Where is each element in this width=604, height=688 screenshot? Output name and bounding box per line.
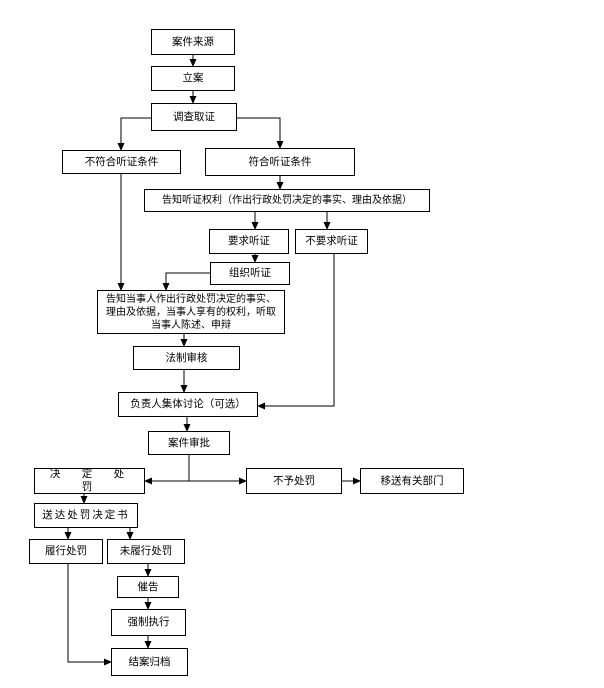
arrow-organize-to-notify-party xyxy=(162,272,210,291)
node-urge: 催告 xyxy=(117,576,179,598)
node-notify-party: 告知当事人作出行政处罚决定的事实、理由及依据，当事人享有的权利，听取当事人陈述、… xyxy=(97,290,285,334)
node-case-source: 案件来源 xyxy=(151,29,235,55)
node-no-penalty: 不予处罚 xyxy=(246,468,342,494)
node-transfer-department: 移送有关部门 xyxy=(360,468,464,494)
node-eligible-hearing: 符合听证条件 xyxy=(205,148,355,176)
node-not-eligible-hearing: 不符合听证条件 xyxy=(62,150,181,174)
arrow-no-request-to-discussion xyxy=(257,254,335,410)
node-no-request-hearing: 不要求听证 xyxy=(295,229,368,254)
node-close-archive: 结案归档 xyxy=(111,648,188,676)
node-organize-hearing: 组织听证 xyxy=(210,262,290,285)
node-notify-hearing-right: 告知听证权利（作出行政处罚决定的事实、理由及依据） xyxy=(144,189,430,212)
node-investigate: 调查取证 xyxy=(151,103,237,131)
node-register: 立案 xyxy=(151,66,235,91)
arrow-investigate-to-not-eligible xyxy=(117,117,151,151)
node-fulfill-penalty: 履行处罚 xyxy=(29,539,103,564)
node-collective-discussion: 负责人集体讨论（可选） xyxy=(118,392,258,417)
node-case-approval: 案件审批 xyxy=(148,431,230,455)
node-decide-penalty: 决 定 处 罚 xyxy=(34,468,145,494)
node-request-hearing: 要求听证 xyxy=(209,229,289,254)
node-not-fulfill-penalty: 未履行处罚 xyxy=(107,539,185,564)
node-enforce: 强制执行 xyxy=(111,609,186,636)
arrow-investigate-to-eligible xyxy=(237,117,284,149)
arrow-fulfill-to-archive xyxy=(67,564,112,666)
node-deliver-decision: 送达处罚决定书 xyxy=(34,503,138,528)
node-legal-review: 法制审核 xyxy=(133,346,240,370)
